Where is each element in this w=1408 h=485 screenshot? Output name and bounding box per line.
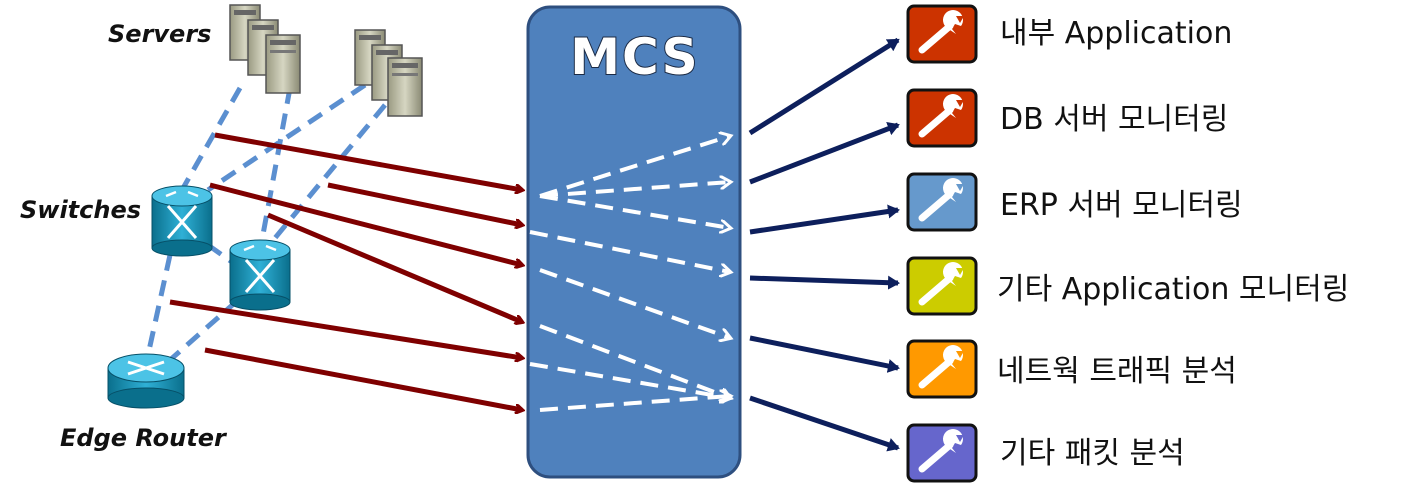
switch-icon	[151, 185, 213, 257]
output-arrow	[749, 395, 900, 452]
output-arrow	[749, 275, 900, 290]
wrench-icon	[906, 339, 978, 399]
output-label-db-monitoring: DB 서버 모니터링	[1000, 102, 1229, 137]
wrench-icon	[906, 423, 978, 483]
input-arrow	[209, 182, 522, 265]
switch-icon	[229, 239, 291, 311]
input-arrow	[204, 347, 522, 410]
wrench-icon	[906, 88, 978, 148]
input-arrow	[267, 212, 522, 322]
link-switch1-router	[145, 254, 173, 356]
internal-flow-arrow	[529, 362, 730, 398]
internal-flow-arrow	[539, 136, 730, 198]
output-label-other-packet: 기타 패킷 분석	[1000, 436, 1185, 471]
internal-flow-arrow	[539, 182, 730, 198]
mcs-box	[526, 5, 742, 479]
servers-label: Servers	[108, 20, 212, 48]
internal-flow-arrow	[539, 194, 730, 228]
output-arrow	[749, 122, 900, 185]
output-arrow	[749, 335, 900, 373]
server-icon	[229, 4, 301, 94]
edge-router-label: Edge Router	[60, 424, 226, 452]
internal-flow-arrow	[529, 230, 730, 272]
internal-flow-arrow	[539, 396, 730, 412]
router-icon	[107, 353, 185, 409]
output-label-internal-app: 내부 Application	[1000, 16, 1233, 51]
output-label-other-app-monitoring: 기타 Application 모니터링	[997, 272, 1350, 307]
switches-label: Switches	[20, 196, 142, 224]
link-server2-switch2	[273, 103, 387, 240]
tool-boxes	[906, 4, 978, 483]
wrench-icon	[906, 172, 978, 232]
wrench-icon	[906, 256, 978, 316]
output-arrow	[748, 37, 900, 136]
internal-flow-arrow	[539, 324, 730, 398]
link-server2-switch1	[206, 82, 367, 193]
link-server1-switch1	[179, 86, 243, 192]
output-label-erp-monitoring: ERP 서버 모니터링	[1000, 188, 1243, 223]
mcs-title: MCS	[569, 27, 700, 87]
server-icon	[354, 29, 423, 117]
output-arrow	[749, 204, 900, 235]
mcs-internal-flows	[529, 136, 730, 412]
wrench-icon	[906, 4, 978, 64]
input-arrow	[169, 299, 522, 358]
input-arrows	[169, 132, 522, 410]
internal-flow-arrow	[539, 268, 730, 338]
output-label-network-traffic: 네트웍 트래픽 분석	[997, 354, 1237, 389]
output-arrows	[748, 37, 900, 452]
input-arrow	[214, 132, 522, 190]
input-arrow	[327, 182, 522, 225]
